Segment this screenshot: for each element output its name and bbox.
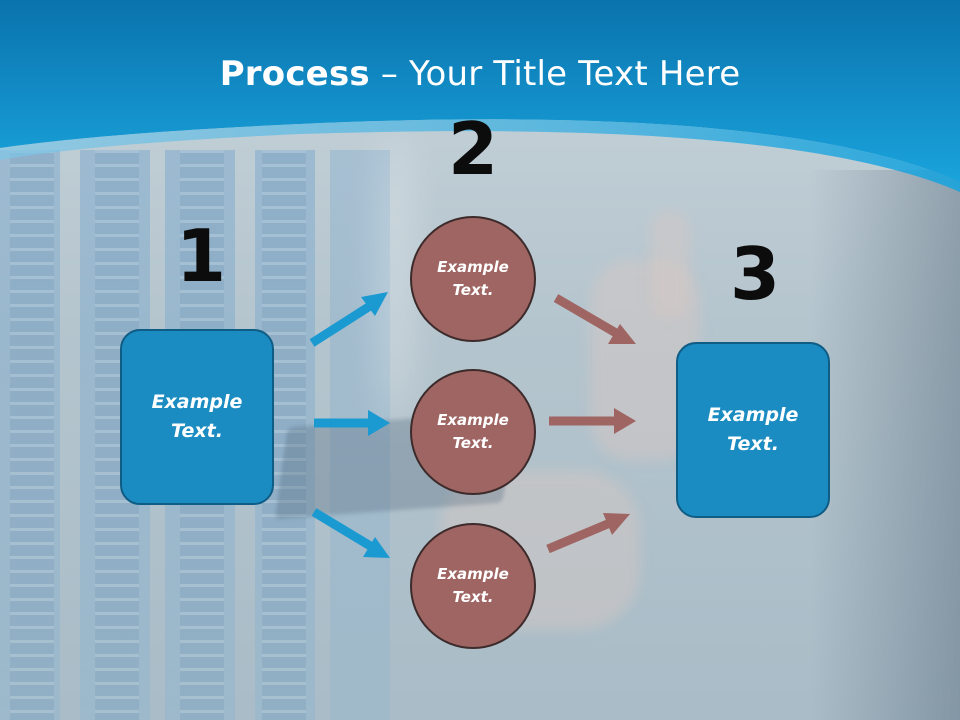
step-2-circle-3: Example Text. [410,523,536,649]
circle-1-text: Example Text. [437,258,509,299]
step-number-2: 2 [448,107,499,191]
header-band [0,0,960,192]
step-number-1: 1 [176,214,227,298]
circle-3-text: Example Text. [437,565,509,606]
step-1-box: Example Text. [120,329,274,505]
step-2-circle-2: Example Text. [410,369,536,495]
circle-2-text: Example Text. [437,411,509,452]
title-rest: – Your Title Text Here [369,54,741,94]
step-3-box: Example Text. [676,342,830,518]
title-strong: Process [219,54,370,94]
step-2-circle-1: Example Text. [410,216,536,342]
step-number-3: 3 [730,232,781,316]
step-3-box-text: Example Text. [707,404,799,455]
page-title: Process – Your Title Text Here [0,54,960,94]
step-1-box-text: Example Text. [151,391,243,442]
